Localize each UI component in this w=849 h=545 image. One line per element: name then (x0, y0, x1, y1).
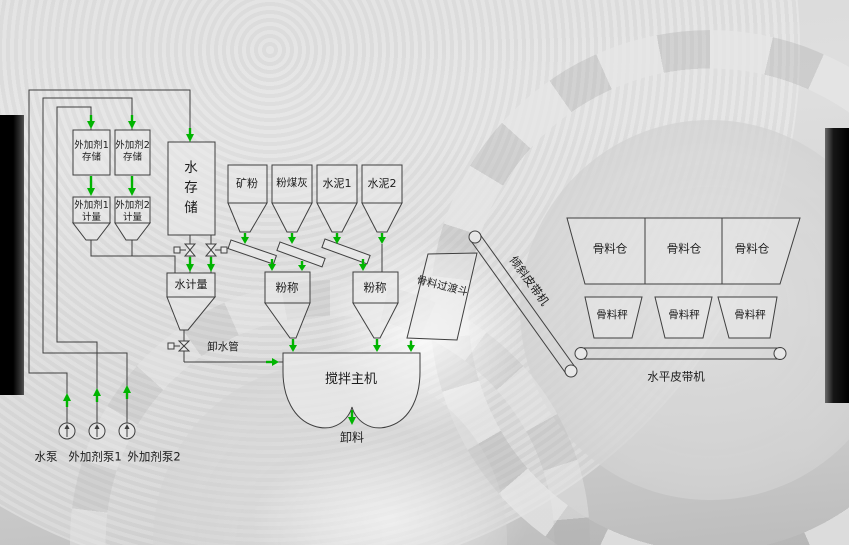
flat-belt-label: 水平皮带机 (647, 369, 705, 384)
water-pump-symbol[interactable] (58, 422, 76, 440)
left-edge-bar (0, 115, 24, 395)
admixture-pump2-symbol[interactable] (118, 422, 136, 440)
drain-pipe-label: 卸水管 (207, 341, 239, 354)
admixture1-pump-pipe (56, 106, 98, 423)
water-pump-pipe (28, 89, 191, 423)
admixture-meter-outlet-pipe (90, 240, 176, 273)
water-meter-label: 水计量 (174, 277, 208, 291)
flow-connectors (63, 115, 415, 425)
aggregate-scale-3-label: 骨料秤 (734, 309, 766, 322)
aggregate-transfer-hopper (406, 252, 478, 341)
label-line: 存储 (81, 152, 102, 163)
screw-conveyor-2 (276, 241, 326, 268)
label-line: 计量 (81, 212, 102, 223)
background-highlight (250, 440, 530, 545)
aggregate-scale-1 (584, 296, 643, 339)
belt-roller (564, 364, 578, 378)
powder-scale-2-vessel (352, 271, 399, 339)
belt-roller (468, 230, 482, 244)
water-meter-vessel (166, 272, 217, 331)
water-storage-tank (167, 141, 216, 236)
mixer-label: 搅拌主机 (324, 371, 378, 387)
admixture1-storage-label: 外加剂1 存储 (74, 140, 109, 164)
powder-scale-2-label: 粉称 (363, 280, 387, 295)
aggregate-scale-2 (654, 296, 713, 339)
water-tank-valve-1[interactable] (173, 243, 197, 257)
silo-cement1 (316, 164, 358, 233)
label-line: 外加剂1 (74, 200, 109, 212)
label-line: 外加剂2 (115, 140, 150, 152)
water-storage-label: 水存储 (184, 160, 198, 216)
aggregate-bin-1-label: 骨料仓 (592, 241, 628, 256)
aggregate-scale-2-label: 骨料秤 (668, 309, 700, 322)
powder-scale-1-label: 粉称 (275, 280, 299, 295)
mixer-body (282, 352, 421, 429)
admixture1-meter-vessel (71, 196, 112, 241)
admixture-pump1-symbol[interactable] (88, 422, 106, 440)
discharge-label: 卸料 (339, 430, 365, 445)
admixture1-storage-tank (72, 129, 111, 176)
admixture2-meter-label: 外加剂2 计量 (115, 200, 150, 224)
admixture-pump2-label: 外加剂泵2 (127, 449, 181, 464)
aggregate-bins (566, 217, 801, 285)
water-drain-valve[interactable] (167, 340, 191, 352)
silo-fly-ash-label: 粉煤灰 (276, 177, 308, 190)
aggregate-scale-1-label: 骨料秤 (596, 309, 628, 322)
admixture2-storage-tank (114, 129, 151, 176)
belt-roller (773, 347, 787, 360)
screw-conveyor-1 (227, 239, 278, 265)
label-line: 存储 (122, 152, 143, 163)
belt-roller (574, 347, 588, 360)
silo-mineral-powder (227, 164, 268, 233)
powder-scale-1-vessel (264, 271, 311, 339)
water-pump-label: 水泵 (34, 449, 58, 464)
admixture2-meter-vessel (114, 196, 152, 241)
admixture1-meter-label: 外加剂1 计量 (74, 200, 109, 224)
water-tank-valve-2[interactable] (204, 243, 228, 257)
silo-cement2-label: 水泥2 (367, 176, 397, 190)
label-line: 外加剂2 (115, 200, 150, 212)
silo-cement1-label: 水泥1 (322, 176, 352, 190)
admixture-pump1-label: 外加剂泵1 (68, 449, 122, 464)
label-line: 计量 (122, 212, 143, 223)
flat-belt-conveyor (574, 347, 787, 360)
silo-cement2 (361, 164, 403, 233)
incline-belt-conveyor (468, 230, 578, 378)
screw-conveyor-3 (321, 238, 371, 265)
right-edge-bar (825, 128, 849, 403)
aggregate-scale-3 (717, 296, 778, 339)
silo-mineral-powder-label: 矿粉 (236, 176, 258, 190)
aggregate-bin-3-label: 骨料仓 (734, 241, 770, 256)
silo-fly-ash (271, 164, 313, 233)
label-line: 外加剂1 (74, 140, 109, 152)
admixture2-storage-label: 外加剂2 存储 (115, 140, 150, 164)
aggregate-bin-2-label: 骨料仓 (666, 241, 702, 256)
admixture2-pump-pipe (42, 97, 133, 423)
